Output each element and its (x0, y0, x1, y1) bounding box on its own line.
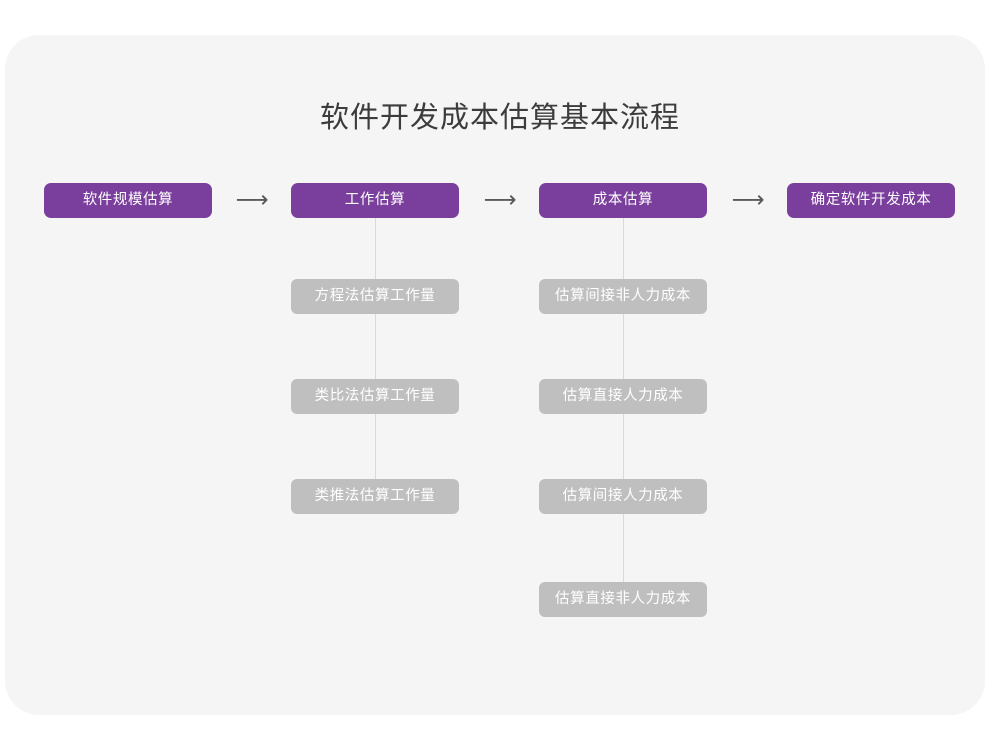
flow-node-stage-3-substep-3[interactable]: 估算间接人力成本 (539, 479, 707, 514)
flow-node-stage-2-substep-1[interactable]: 方程法估算工作量 (291, 279, 459, 314)
connector-stage-3 (623, 218, 624, 610)
arrow-2: ⟶ (483, 187, 517, 213)
flow-node-stage-1[interactable]: 软件规模估算 (44, 183, 212, 218)
flow-node-stage-2[interactable]: 工作估算 (291, 183, 459, 218)
arrow-3: ⟶ (731, 187, 765, 213)
flow-node-stage-3-substep-1[interactable]: 估算间接非人力成本 (539, 279, 707, 314)
flow-node-stage-3[interactable]: 成本估算 (539, 183, 707, 218)
arrow-1: ⟶ (235, 187, 269, 213)
connector-stage-2 (375, 218, 376, 508)
diagram-card (5, 35, 985, 715)
page-title: 软件开发成本估算基本流程 (319, 102, 680, 134)
flow-node-stage-2-substep-3[interactable]: 类推法估算工作量 (291, 479, 459, 514)
flow-node-stage-2-substep-2[interactable]: 类比法估算工作量 (291, 379, 459, 414)
flow-node-stage-3-substep-2[interactable]: 估算直接人力成本 (539, 379, 707, 414)
flow-node-stage-4[interactable]: 确定软件开发成本 (787, 183, 955, 218)
flow-node-stage-3-substep-4[interactable]: 估算直接非人力成本 (539, 582, 707, 617)
